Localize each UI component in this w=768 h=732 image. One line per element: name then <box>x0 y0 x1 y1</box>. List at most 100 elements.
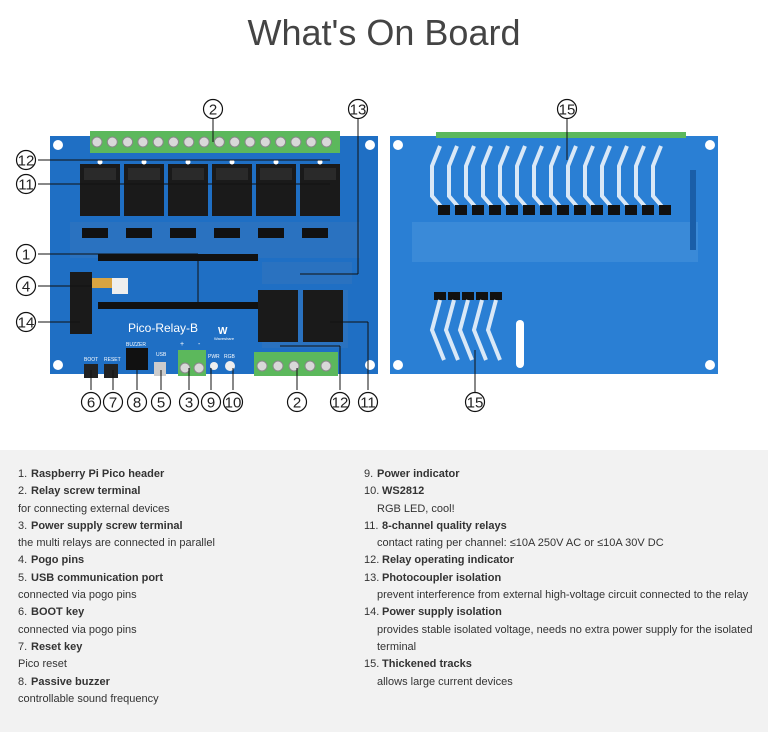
callout-number: 10 <box>225 395 242 412</box>
photocoupler <box>302 228 328 238</box>
slot-cutout <box>516 320 524 368</box>
waveshare-logo: W <box>218 326 228 337</box>
callout-number: 11 <box>360 395 376 412</box>
callout-number: 12 <box>332 395 349 412</box>
top-relay-row <box>80 159 340 216</box>
screw <box>183 136 195 148</box>
callout-number: 14 <box>18 315 35 332</box>
callout-c5: 5 <box>150 391 172 413</box>
callout-number: 4 <box>22 279 30 296</box>
legend-title: WS2812 <box>382 485 425 498</box>
buzzer <box>126 348 148 370</box>
callout-number: 1 <box>22 247 30 264</box>
relay-bottom-2 <box>303 290 343 342</box>
legend-item: 8.Passive buzzer <box>18 674 358 691</box>
pico-header-top <box>98 254 258 261</box>
screw <box>137 136 149 148</box>
legend-desc: contact rating per channel: ≤10A 250V AC… <box>377 537 664 550</box>
relay-indicator <box>141 159 147 165</box>
callout-c10: 10 <box>222 391 244 413</box>
pico-header-bottom <box>98 302 258 309</box>
screw <box>290 136 302 148</box>
reset-label: RESET <box>104 357 121 363</box>
legend-item: 3.Power supply screw terminal <box>18 518 358 535</box>
callout-number: 11 <box>18 177 34 194</box>
boot-label: BOOT <box>84 357 98 363</box>
buzzer-label: BUZZER <box>126 342 146 348</box>
legend-number: 7. <box>18 640 28 653</box>
legend-title: BOOT key <box>31 606 85 619</box>
legend-number: 1. <box>18 468 28 480</box>
front-board: Pico-Relay-B BUZZER USB BOOT RESET PWR R… <box>50 131 378 378</box>
legend-title: Passive buzzer <box>31 675 110 688</box>
callout-number: 6 <box>87 395 95 412</box>
legend-item: 15.Thickened tracks <box>364 656 754 673</box>
rgb-label: RGB <box>224 354 236 360</box>
photocoupler <box>258 228 284 238</box>
legend-item: 6.BOOT key <box>18 604 358 621</box>
mount-hole <box>365 140 375 150</box>
callout-c15b: 15 <box>464 391 486 413</box>
legend-number: 15. <box>364 658 380 671</box>
legend-number: 6. <box>18 606 28 619</box>
photocoupler <box>126 228 152 238</box>
mount-hole <box>53 140 63 150</box>
legend-desc: connected via pogo pins <box>18 589 137 602</box>
board-figure: Pico-Relay-B BUZZER USB BOOT RESET PWR R… <box>15 98 718 413</box>
legend-title: Power supply isolation <box>382 606 502 619</box>
callout-c14: 14 <box>15 311 37 333</box>
legend-desc: connected via pogo pins <box>18 623 137 636</box>
callout-c1: 1 <box>15 243 37 265</box>
screw <box>272 360 284 372</box>
legend-number: 12. <box>364 554 380 567</box>
legend-item: 14.Power supply isolation <box>364 604 754 621</box>
legend-title: Thickened tracks <box>382 658 472 671</box>
callout-number: 15 <box>559 102 576 119</box>
screw <box>259 136 271 148</box>
plus-label: + <box>180 341 184 348</box>
legend-desc: Pico reset <box>18 658 67 671</box>
legend-number: 3. <box>18 519 28 532</box>
legend-title: Relay operating indicator <box>382 554 515 567</box>
legend-title: Relay screw terminal <box>31 485 141 498</box>
legend-title: Power supply screw terminal <box>31 519 183 532</box>
legend-number: 11. <box>364 519 379 532</box>
mount-hole <box>53 360 63 370</box>
reset-key <box>104 364 118 378</box>
screw <box>244 136 256 148</box>
legend-number: 9. <box>364 468 374 480</box>
legend-number: 8. <box>18 675 28 688</box>
callout-c4: 4 <box>15 275 37 297</box>
callout-c11b: 11 <box>357 391 379 413</box>
photocoupler <box>82 228 108 238</box>
callout-number: 7 <box>109 395 117 412</box>
legend-title: Power indicator <box>377 468 460 480</box>
relay-indicator <box>185 159 191 165</box>
legend-number: 2. <box>18 485 28 498</box>
callout-number: 15 <box>467 395 484 412</box>
legend-number: 4. <box>18 554 28 567</box>
page-title: What's On Board <box>247 12 521 53</box>
pwr-label: PWR <box>208 354 220 360</box>
mount-hole <box>365 360 375 370</box>
screw <box>256 360 268 372</box>
top-terminal-screws <box>91 136 332 148</box>
legend-desc: prevent interference from external high-… <box>377 589 749 602</box>
photocoupler-row <box>82 228 328 238</box>
isolation-module <box>70 272 92 334</box>
callout-c3: 3 <box>178 391 200 413</box>
legend-item: 12.Relay operating indicator <box>364 552 754 569</box>
legend-desc: controllable sound frequency <box>18 692 159 705</box>
callout-number: 8 <box>133 395 141 412</box>
relay-bottom-1 <box>258 290 298 342</box>
leader-lines <box>38 118 568 392</box>
screw <box>275 136 287 148</box>
screw <box>229 136 241 148</box>
legend-item: 11.8-channel quality relays <box>364 518 754 535</box>
callout-number: 13 <box>350 102 367 119</box>
legend-title: Reset key <box>31 640 83 653</box>
screw <box>168 136 179 148</box>
